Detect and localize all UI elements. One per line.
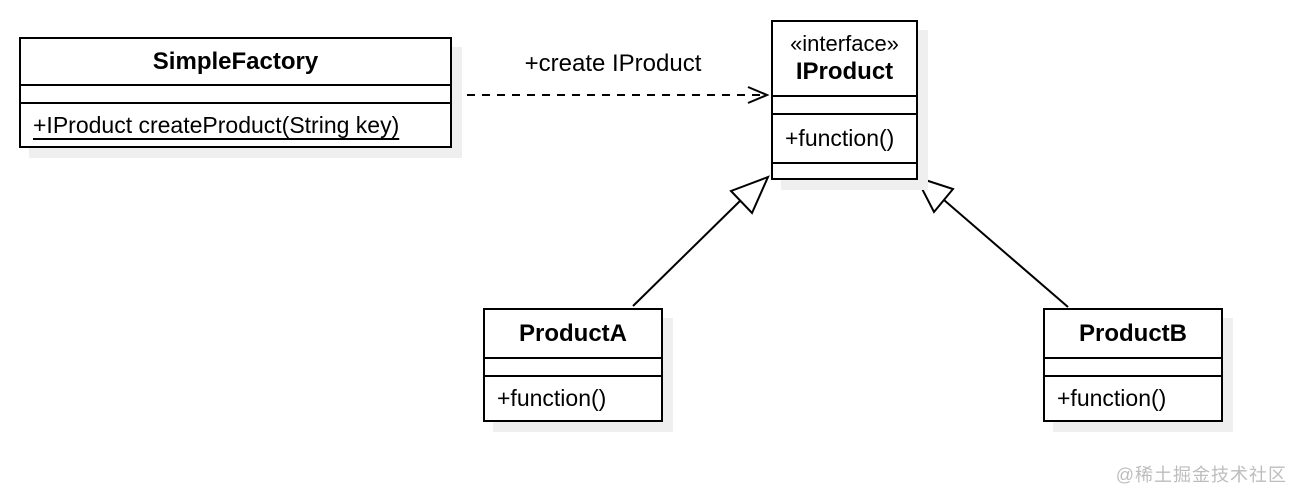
methods-compartment: +function() <box>1045 377 1221 420</box>
attributes-compartment <box>21 86 450 104</box>
method-function: +function() <box>1057 385 1167 411</box>
interface-name-iproduct: IProduct <box>795 58 894 85</box>
watermark: @稀土掘金技术社区 <box>1115 465 1287 485</box>
attributes-compartment <box>773 97 916 115</box>
interface-box-iproduct: «interface» IProduct +function() <box>771 20 918 180</box>
empty-compartment <box>773 162 916 178</box>
class-box-productb: ProductB +function() <box>1043 308 1223 422</box>
class-name-productb: ProductB <box>1045 310 1221 359</box>
class-box-simplefactory: SimpleFactory +IProduct createProduct(St… <box>19 37 452 148</box>
realization-arrow-producta-to-iproduct <box>632 175 770 307</box>
class-name-producta: ProductA <box>485 310 661 359</box>
methods-compartment: +IProduct createProduct(String key) <box>21 104 450 146</box>
methods-compartment: +function() <box>773 115 916 162</box>
method-function: +function() <box>785 125 895 151</box>
method-function: +function() <box>497 385 607 411</box>
class-name-simplefactory: SimpleFactory <box>21 39 450 86</box>
attributes-compartment <box>485 359 661 377</box>
dependency-arrow-simplefactory-to-iproduct <box>452 86 770 104</box>
methods-compartment: +function() <box>485 377 661 420</box>
class-box-producta: ProductA +function() <box>483 308 663 422</box>
realization-arrow-productb-to-iproduct <box>914 175 1069 308</box>
dependency-label: +create IProduct <box>524 50 702 77</box>
interface-header: «interface» IProduct <box>773 22 916 97</box>
interface-stereotype: «interface» <box>790 31 899 56</box>
attributes-compartment <box>1045 359 1221 377</box>
method-create-product: +IProduct createProduct(String key) <box>33 111 400 138</box>
